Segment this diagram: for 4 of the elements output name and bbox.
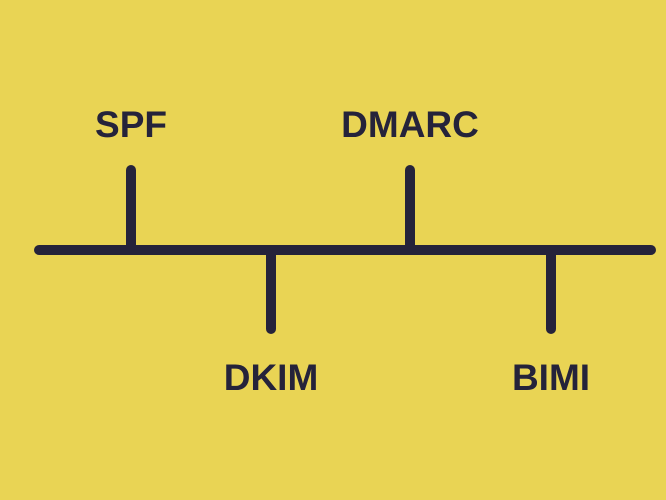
timeline-label: BIMI xyxy=(512,359,590,396)
timeline-label: DKIM xyxy=(224,359,318,396)
timeline-label: SPF xyxy=(95,106,167,143)
timeline-label: DMARC xyxy=(341,106,479,143)
